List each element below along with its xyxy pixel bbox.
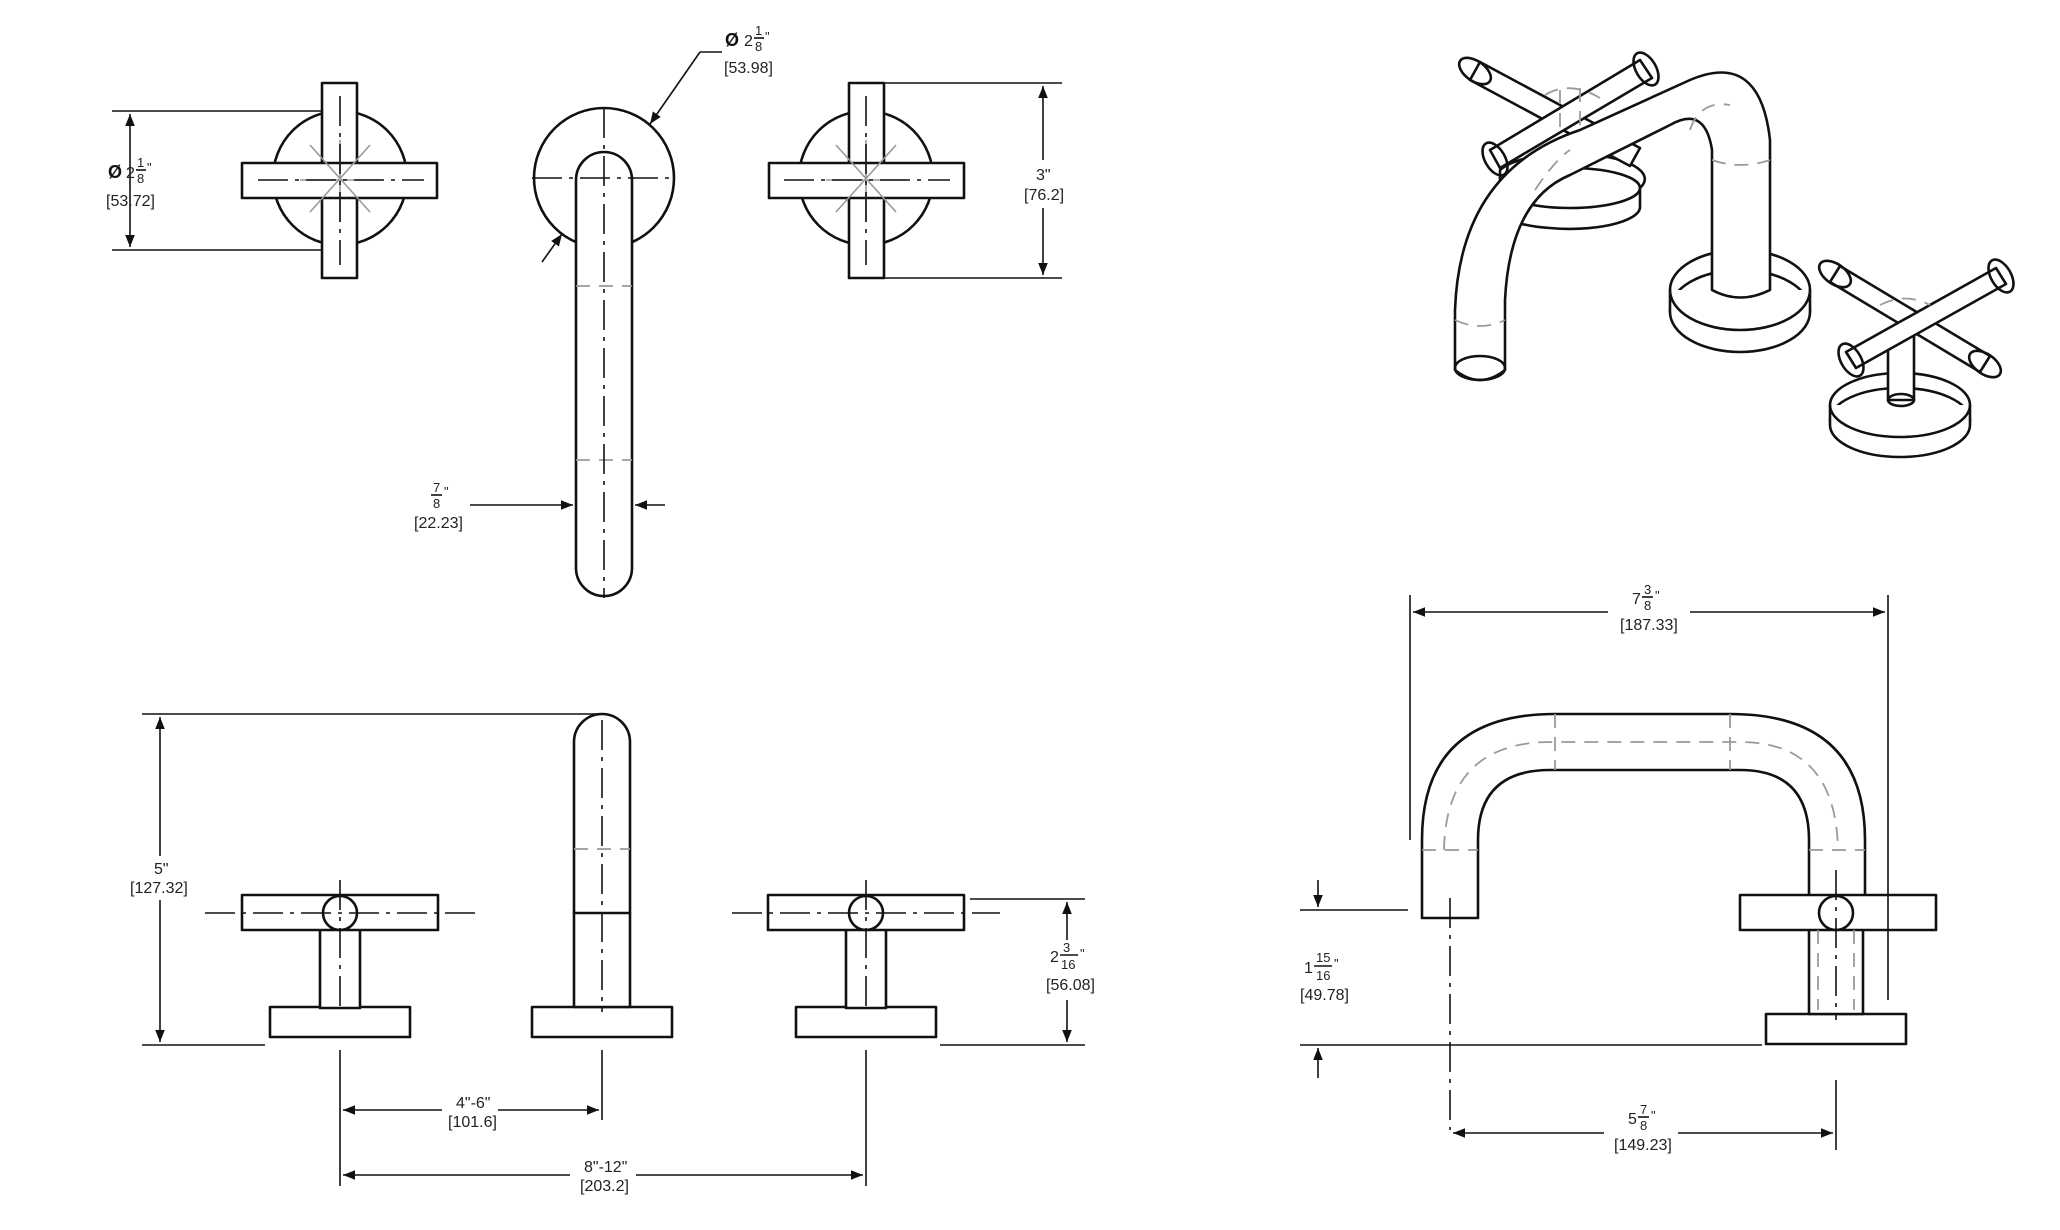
top-handle-dia-num: 1 bbox=[137, 155, 144, 170]
escutcheon-dia-num: 1 bbox=[755, 23, 762, 38]
dim-center-spacing: 4"-6" [101.6] bbox=[339, 1050, 603, 1134]
dim-escutcheon-diameter: Ø 2 1 8 " [53.98] bbox=[541, 23, 773, 263]
spout-reach-whole: 7 bbox=[1632, 591, 1641, 608]
handle-height-front-den: 16 bbox=[1061, 957, 1075, 972]
top-view-right-handle bbox=[767, 81, 966, 280]
spout-projection-whole: 5 bbox=[1628, 1111, 1637, 1128]
top-handle-dia-den: 8 bbox=[137, 171, 144, 186]
spout-width-den: 8 bbox=[433, 496, 440, 511]
handle-height-top-metric: [76.2] bbox=[1024, 187, 1064, 204]
diameter-symbol-2: Ø bbox=[725, 30, 739, 50]
isometric-view bbox=[1453, 51, 2015, 459]
top-handle-dia-unit: " bbox=[147, 160, 152, 175]
overall-height-metric: [127.32] bbox=[130, 880, 188, 897]
diameter-symbol: Ø bbox=[108, 162, 122, 182]
top-handle-dia-metric: [53.72] bbox=[106, 193, 155, 210]
escutcheon-dia-whole: 2 bbox=[744, 33, 753, 50]
overall-spread-metric: [203.2] bbox=[580, 1178, 629, 1195]
spout-projection-num: 7 bbox=[1640, 1102, 1647, 1117]
dim-spout-projection: 5 7 8 " [149.23] bbox=[1453, 1080, 1837, 1158]
spout-reach-unit: " bbox=[1655, 588, 1660, 603]
top-handle-dia-whole: 2 bbox=[126, 165, 135, 182]
side-view bbox=[1420, 712, 1938, 1130]
spout-reach-num: 3 bbox=[1644, 582, 1651, 597]
escutcheon-dia-unit: " bbox=[765, 29, 770, 44]
spout-projection-unit: " bbox=[1651, 1108, 1656, 1123]
dim-top-handle-diameter: Ø 2 1 8 " [53.72] bbox=[106, 110, 322, 251]
spout-projection-metric: [149.23] bbox=[1614, 1137, 1672, 1154]
overall-spread-imperial: 8"-12" bbox=[584, 1159, 627, 1176]
spout-reach-metric: [187.33] bbox=[1620, 617, 1678, 634]
dim-overall-spread: 8"-12" [203.2] bbox=[339, 1050, 867, 1199]
dim-spout-reach: 7 3 8 " [187.33] bbox=[1409, 582, 1889, 1000]
dim-spout-clearance: 1 15 16 " [49.78] bbox=[1300, 880, 1762, 1078]
spout-projection-den: 8 bbox=[1640, 1118, 1647, 1133]
spout-clearance-unit: " bbox=[1334, 956, 1339, 971]
handle-height-top-imperial: 3" bbox=[1036, 167, 1051, 184]
escutcheon-dia-den: 8 bbox=[755, 39, 762, 54]
spout-clearance-metric: [49.78] bbox=[1300, 987, 1349, 1004]
top-view-spout bbox=[532, 106, 676, 598]
spout-clearance-den: 16 bbox=[1316, 968, 1330, 983]
handle-height-front-unit: " bbox=[1080, 946, 1085, 961]
spout-clearance-whole: 1 bbox=[1304, 960, 1313, 977]
spout-clearance-num: 15 bbox=[1316, 950, 1330, 965]
spout-width-metric: [22.23] bbox=[414, 515, 463, 532]
dim-handle-height-front: 2 3 16 " [56.08] bbox=[940, 898, 1100, 1046]
spout-width-num: 7 bbox=[433, 480, 440, 495]
handle-height-front-metric: [56.08] bbox=[1046, 977, 1095, 994]
overall-height-imperial: 5" bbox=[154, 861, 169, 878]
center-spacing-metric: [101.6] bbox=[448, 1114, 497, 1131]
escutcheon-dia-metric: [53.98] bbox=[724, 60, 773, 77]
handle-height-front-whole: 2 bbox=[1050, 949, 1059, 966]
dim-overall-height: 5" [127.32] bbox=[126, 713, 602, 1046]
front-view bbox=[205, 712, 1000, 1039]
spout-width-unit: " bbox=[444, 484, 449, 499]
center-spacing-imperial: 4"-6" bbox=[456, 1095, 490, 1112]
dim-spout-width: 7 8 " [22.23] bbox=[414, 480, 665, 532]
handle-height-front-num: 3 bbox=[1063, 940, 1070, 955]
top-view-left-handle bbox=[240, 81, 439, 280]
dim-handle-height-top: 3" [76.2] bbox=[884, 82, 1066, 279]
spout-reach-den: 8 bbox=[1644, 598, 1651, 613]
